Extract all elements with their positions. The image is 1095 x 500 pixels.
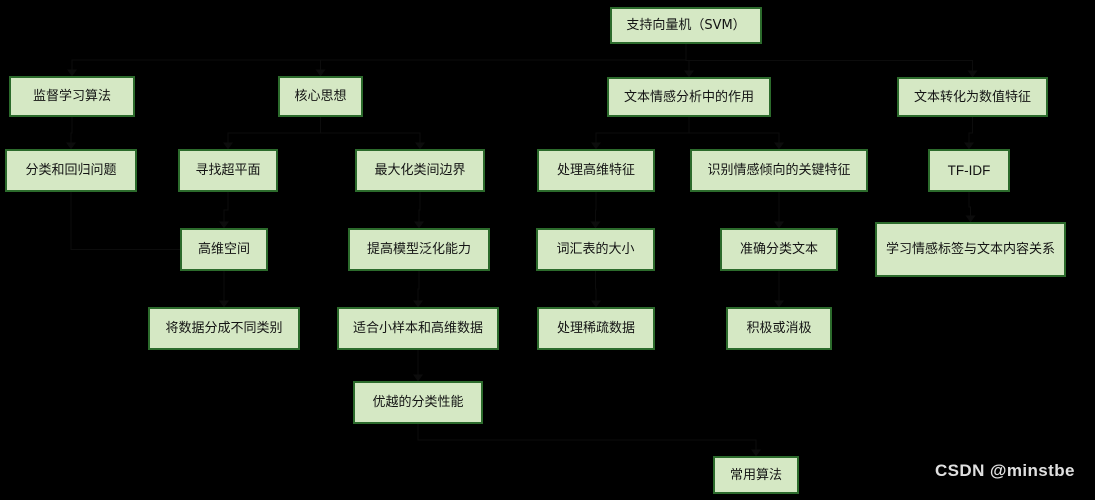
node-label: 最大化类间边界 (374, 163, 466, 178)
node-label: 监督学习算法 (32, 89, 111, 104)
node-label: 处理稀疏数据 (556, 321, 635, 336)
node-supervised[interactable]: 监督学习算法 (9, 76, 135, 117)
node-label: TF-IDF (947, 163, 991, 178)
arrowhead-generalize-to-smallsmpl (413, 300, 423, 308)
arrowhead-vocabsize-to-sparse (591, 300, 601, 308)
node-label: 支持向量机（SVM） (626, 18, 746, 33)
node-highdimsp[interactable]: 高维空间 (180, 228, 268, 271)
edge-hyperplane-to-highdimsp (223, 192, 229, 224)
arrowhead-sentirole-to-highdimft (591, 142, 601, 150)
node-commonalg[interactable]: 常用算法 (713, 456, 799, 494)
arrowhead-hyperplane-to-highdimsp (219, 221, 229, 229)
node-clsreg[interactable]: 分类和回归问题 (5, 149, 137, 192)
node-label: 文本转化为数值特征 (913, 89, 1031, 105)
edge-perform-to-commonalg (417, 424, 757, 452)
arrowhead-svm-to-text2num (967, 70, 978, 78)
arrowhead-accurate-to-posneg (774, 300, 784, 308)
arrowhead-highdimsp-to-splitdata (219, 300, 229, 308)
arrowhead-svm-to-coreidea (315, 69, 326, 77)
node-sentirole[interactable]: 文本情感分析中的作用 (607, 77, 771, 117)
node-sparse[interactable]: 处理稀疏数据 (537, 307, 655, 350)
edge-svm-to-sentirole (685, 44, 690, 73)
node-perform[interactable]: 优越的分类性能 (353, 381, 483, 424)
node-label: 优越的分类性能 (372, 395, 464, 410)
arrowhead-highdimft-to-vocabsize (590, 221, 601, 229)
arrowhead-coreidea-to-maxmargin (415, 142, 425, 150)
node-coreidea[interactable]: 核心思想 (278, 76, 363, 117)
arrowhead-maxmargin-to-generalize (414, 221, 424, 229)
node-highdimft[interactable]: 处理高维特征 (537, 149, 655, 192)
arrowhead-supervised-to-clsreg (66, 142, 76, 150)
arrowhead-svm-to-supervised (67, 69, 77, 77)
node-tfidf[interactable]: TF-IDF (928, 149, 1010, 192)
edge-svm-to-coreidea (320, 44, 687, 72)
node-label: 准确分类文本 (739, 242, 818, 257)
node-label: 高维空间 (197, 242, 250, 257)
node-label: 适合小样本和高维数据 (352, 321, 483, 336)
edge-vocabsize-to-sparse (595, 271, 597, 303)
node-label: 分类和回归问题 (25, 163, 117, 178)
arrowhead-coreidea-to-hyperplane (223, 142, 233, 150)
edge-coreidea-to-maxmargin (320, 117, 421, 145)
edge-coreidea-to-hyperplane (227, 117, 321, 145)
node-label: 识别情感倾向的关键特征 (707, 163, 851, 178)
node-label: 积极或消极 (746, 321, 812, 336)
edge-svm-to-supervised (71, 44, 687, 72)
node-label: 寻找超平面 (195, 163, 261, 178)
edge-text2num-to-tfidf (968, 117, 973, 145)
edge-generalize-to-smallsmpl (417, 271, 420, 303)
edge-sentirole-to-highdimft (595, 117, 690, 145)
node-accurate[interactable]: 准确分类文本 (720, 228, 838, 271)
edge-sentirole-to-keyfeature (688, 117, 780, 145)
node-learnrel[interactable]: 学习情感标签与文本内容关系 (875, 222, 1066, 277)
node-label: 将数据分成不同类别 (165, 321, 283, 336)
node-hyperplane[interactable]: 寻找超平面 (178, 149, 278, 192)
node-label: 常用算法 (729, 467, 782, 483)
edge-tfidf-to-learnrel (968, 192, 971, 218)
node-splitdata[interactable]: 将数据分成不同类别 (148, 307, 300, 350)
node-label: 核心思想 (294, 89, 347, 104)
node-svm[interactable]: 支持向量机（SVM） (610, 7, 762, 44)
arrowhead-keyfeature-to-accurate (774, 221, 784, 229)
edge-maxmargin-to-generalize (418, 192, 421, 224)
node-maxmargin[interactable]: 最大化类间边界 (355, 149, 485, 192)
edge-highdimft-to-vocabsize (595, 192, 597, 224)
node-generalize[interactable]: 提高模型泛化能力 (348, 228, 490, 271)
edge-supervised-to-clsreg (70, 117, 73, 145)
node-posneg[interactable]: 积极或消极 (726, 307, 832, 350)
arrowhead-text2num-to-tfidf (964, 142, 974, 150)
node-keyfeature[interactable]: 识别情感倾向的关键特征 (690, 149, 868, 192)
node-label: 学习情感标签与文本内容关系 (885, 242, 1055, 257)
node-label: 文本情感分析中的作用 (623, 89, 754, 105)
arrowhead-perform-to-commonalg (751, 449, 761, 457)
node-vocabsize[interactable]: 词汇表的大小 (536, 228, 655, 271)
node-smallsmpl[interactable]: 适合小样本和高维数据 (337, 307, 499, 350)
arrowhead-sentirole-to-keyfeature (774, 142, 784, 150)
arrowhead-tfidf-to-learnrel (965, 215, 976, 223)
node-label: 处理高维特征 (556, 163, 635, 178)
edge-svm-to-text2num (685, 44, 973, 73)
node-text2num[interactable]: 文本转化为数值特征 (897, 77, 1048, 117)
watermark: CSDN @minstbe (935, 461, 1075, 480)
arrowhead-clsreg-to-splitdata (219, 300, 229, 308)
arrowhead-svm-to-sentirole (684, 70, 694, 78)
node-label: 提高模型泛化能力 (366, 242, 471, 257)
arrowhead-smallsmpl-to-perform (413, 374, 423, 382)
node-label: 词汇表的大小 (556, 242, 635, 257)
